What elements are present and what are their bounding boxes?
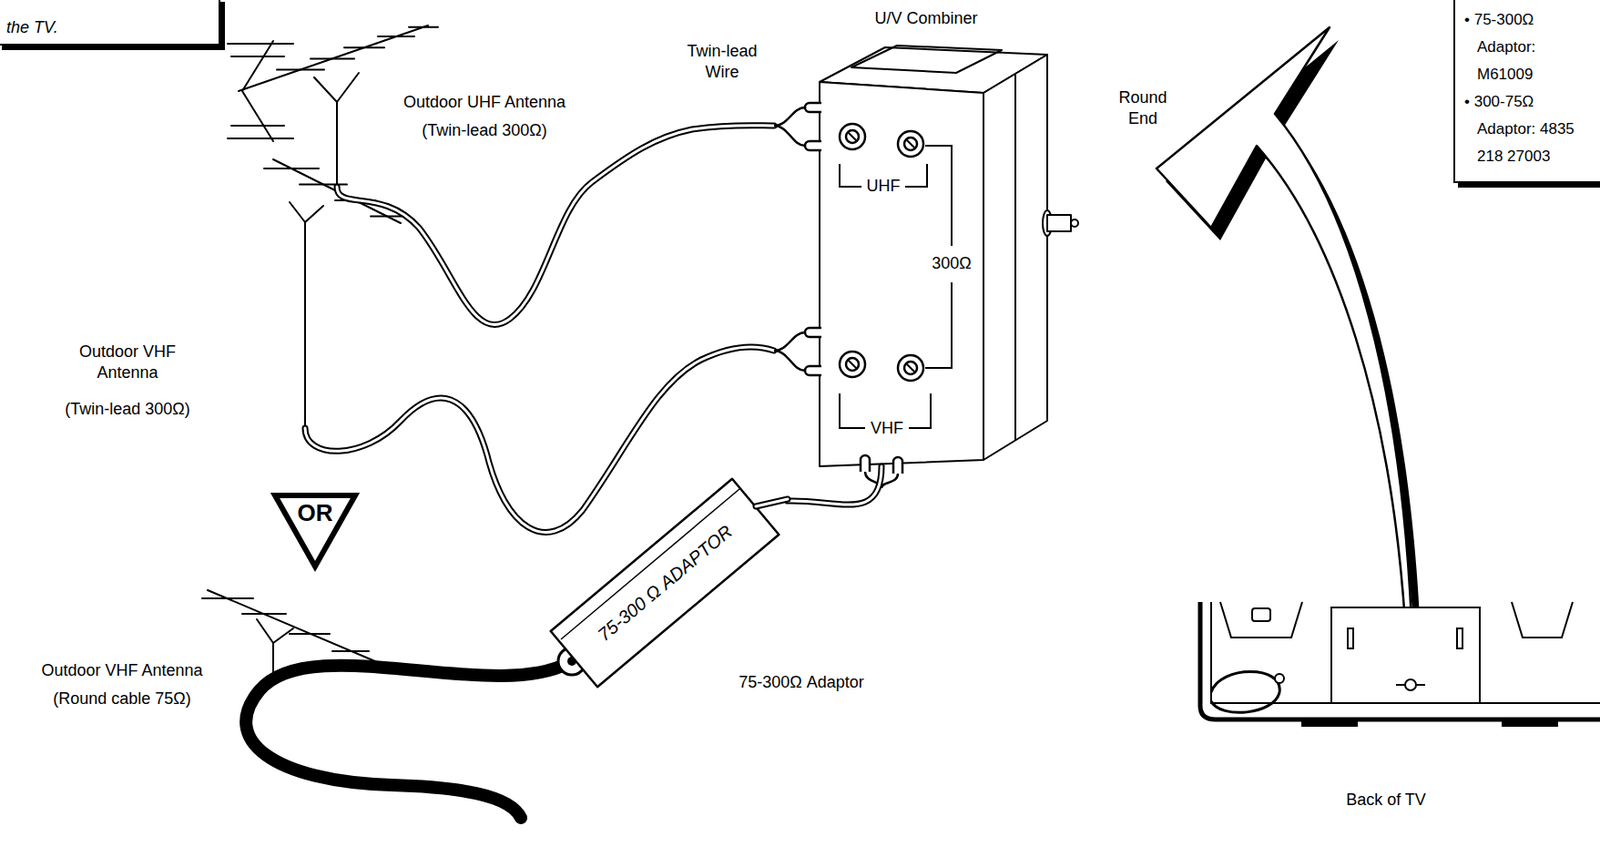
note-text: • 300-75Ω Adaptor: 4835 218 27003: [1464, 88, 1592, 171]
antenna-label: (Round cable 75Ω): [52, 688, 192, 710]
or-text: OR: [297, 499, 334, 527]
note-box: • 75-300Ω Adaptor: M61009• 300-75Ω Adapt…: [1453, 0, 1600, 184]
tv-icon: [1252, 608, 1271, 622]
combiner-seam: [1014, 74, 1017, 441]
terminal-label: 300Ω: [931, 253, 972, 275]
twin-lead-core: [787, 466, 882, 505]
terminal-label: VHF: [870, 417, 904, 439]
antenna-dipole: [314, 72, 359, 102]
power-cord: [1211, 672, 1280, 714]
tv-panel-slot: [1457, 628, 1463, 649]
terminal-bracket: [839, 145, 952, 429]
twin-lead-wire: [336, 125, 775, 326]
antenna-mast: [336, 101, 338, 187]
note-text: • 75-300Ω Adaptor: M61009: [1464, 6, 1592, 89]
antenna-dipole: [256, 619, 294, 643]
twin-lead-core: [336, 125, 775, 326]
antenna-label: (Twin-lead 300Ω): [64, 398, 191, 420]
tv-cabinet: [1200, 601, 1600, 720]
connection-arrow: [1156, 27, 1414, 676]
antenna-label: Outdoor UHF Antenna: [403, 91, 566, 113]
part-label: U/V Combiner: [874, 8, 978, 30]
tv-cabinet-inner: [1211, 601, 1600, 704]
tv-foot: [1502, 719, 1558, 726]
note-text: the TV.: [6, 17, 212, 39]
tv-antenna-jack: [1405, 679, 1417, 691]
screw-slot: [847, 132, 916, 373]
power-plug: [1274, 673, 1285, 683]
part-label: Round End: [1110, 87, 1175, 130]
antenna-label: Outdoor VHF Antenna: [40, 660, 203, 682]
round-end-pin: [1070, 219, 1079, 227]
adaptor-lead-core: [755, 499, 788, 507]
terminal-label: UHF: [866, 175, 901, 197]
or-triangle: OR: [271, 491, 359, 571]
antenna-label: Outdoor VHF Antenna: [68, 341, 187, 384]
adaptor-box: 75-300 Ω ADAPTOR: [537, 473, 788, 693]
antenna-mast: [304, 222, 306, 429]
or-triangle-outline: [275, 495, 356, 567]
combiner-face: UHF 300Ω VHF: [819, 81, 984, 467]
adaptor-body: [550, 478, 780, 687]
twin-lead-wire: [787, 466, 882, 505]
antenna-element: [264, 168, 404, 217]
adaptor-lead: [755, 499, 788, 507]
antenna-boom: [207, 590, 401, 673]
adaptor-edge: [560, 489, 740, 640]
tv-panel-slot: [1347, 628, 1354, 649]
twin-lead-connector: [787, 466, 882, 505]
combiner-ridge: [851, 45, 1002, 73]
tv-panel: [1331, 607, 1480, 704]
antenna-element: [202, 598, 404, 667]
antenna-label: (Twin-lead 300Ω): [421, 120, 548, 142]
combiner-side: [983, 54, 1048, 460]
part-label: 75-300Ω Adaptor: [738, 672, 865, 693]
antenna-reflector: [227, 40, 294, 142]
round-end-plug: [1047, 214, 1071, 232]
note-box: the TV.: [0, 0, 221, 46]
spade-lug: [805, 102, 903, 474]
coax-cable: [245, 662, 569, 818]
wire-label: Twin-lead Wire: [676, 40, 768, 83]
combiner-front: [819, 81, 984, 467]
tv-foot: [1302, 719, 1357, 726]
antenna-element: [276, 27, 439, 71]
antenna-dipole: [289, 202, 324, 223]
part-label: Back of TV: [1345, 789, 1427, 811]
